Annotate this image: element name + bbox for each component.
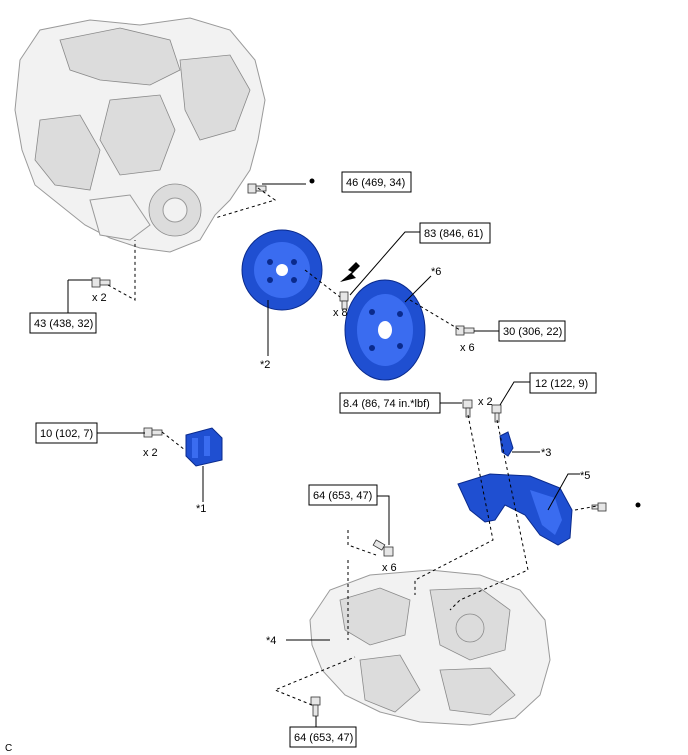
torque-label-46: 46 (469, 34) xyxy=(341,171,412,193)
torque-label-43: 43 (438, 32) xyxy=(29,312,97,334)
bolt-12 xyxy=(491,404,502,423)
qty-43: x 2 xyxy=(92,292,107,304)
drive-plate xyxy=(241,229,323,311)
svg-text:12 (122, 9): 12 (122, 9) xyxy=(535,378,588,390)
torque-label-10: 10 (102, 7) xyxy=(35,422,98,444)
assembly-lines xyxy=(107,187,598,706)
flywheel-assembly xyxy=(344,279,426,381)
qty-10: x 2 xyxy=(143,447,158,459)
svg-text:30 (306, 22): 30 (306, 22) xyxy=(503,326,562,338)
bolt-30 xyxy=(455,325,475,336)
svg-text:46 (469, 34): 46 (469, 34) xyxy=(346,177,405,189)
callout-6: *6 xyxy=(431,266,441,278)
torque-label-64-upper: 64 (653, 47) xyxy=(308,484,378,506)
torque-label-8-4: 8.4 (86, 74 in.*lbf) xyxy=(339,392,441,414)
torque-label-12: 12 (122, 9) xyxy=(529,372,597,394)
bolts xyxy=(91,183,607,717)
bolt-10 xyxy=(143,427,163,438)
callout-2: *2 xyxy=(260,359,270,371)
qty-8-4: x 2 xyxy=(478,396,493,408)
svg-text:10 (102, 7): 10 (102, 7) xyxy=(40,428,93,440)
bolt-64b xyxy=(310,696,321,717)
callout-4: *4 xyxy=(266,635,276,647)
callout-5: *5 xyxy=(580,470,590,482)
svg-text:8.4 (86, 74 in.*lbf): 8.4 (86, 74 in.*lbf) xyxy=(343,398,430,410)
torque-label-30: 30 (306, 22) xyxy=(498,320,566,342)
bolt-84 xyxy=(462,399,473,418)
bolt-43 xyxy=(91,277,111,288)
leader-lines xyxy=(67,183,580,727)
svg-text:64 (653, 47): 64 (653, 47) xyxy=(313,490,372,502)
bolt-cover xyxy=(591,502,607,512)
bolt-64a xyxy=(372,539,394,557)
torque-label-64-lower: 64 (653, 47) xyxy=(289,726,357,748)
callout-3: *3 xyxy=(541,447,551,459)
figure-code: C xyxy=(5,743,12,754)
qty-30: x 6 xyxy=(460,342,475,354)
transaxle-illustration xyxy=(309,569,551,726)
bracket-part-1 xyxy=(185,427,223,467)
svg-text:64 (653, 47): 64 (653, 47) xyxy=(294,732,353,744)
black-arrow-icon xyxy=(340,262,360,282)
svg-text:43 (438, 32): 43 (438, 32) xyxy=(34,318,93,330)
torque-label-83: 83 (846, 61) xyxy=(419,222,491,244)
bolt-46 xyxy=(247,183,267,194)
callout-1: *1 xyxy=(196,503,206,515)
qty-83: x 8 xyxy=(333,307,348,319)
marker-dot-top xyxy=(309,178,315,184)
qty-64: x 6 xyxy=(382,562,397,574)
svg-text:83 (846, 61): 83 (846, 61) xyxy=(424,228,483,240)
engine-illustration xyxy=(14,17,266,253)
marker-dot-right xyxy=(635,502,641,508)
